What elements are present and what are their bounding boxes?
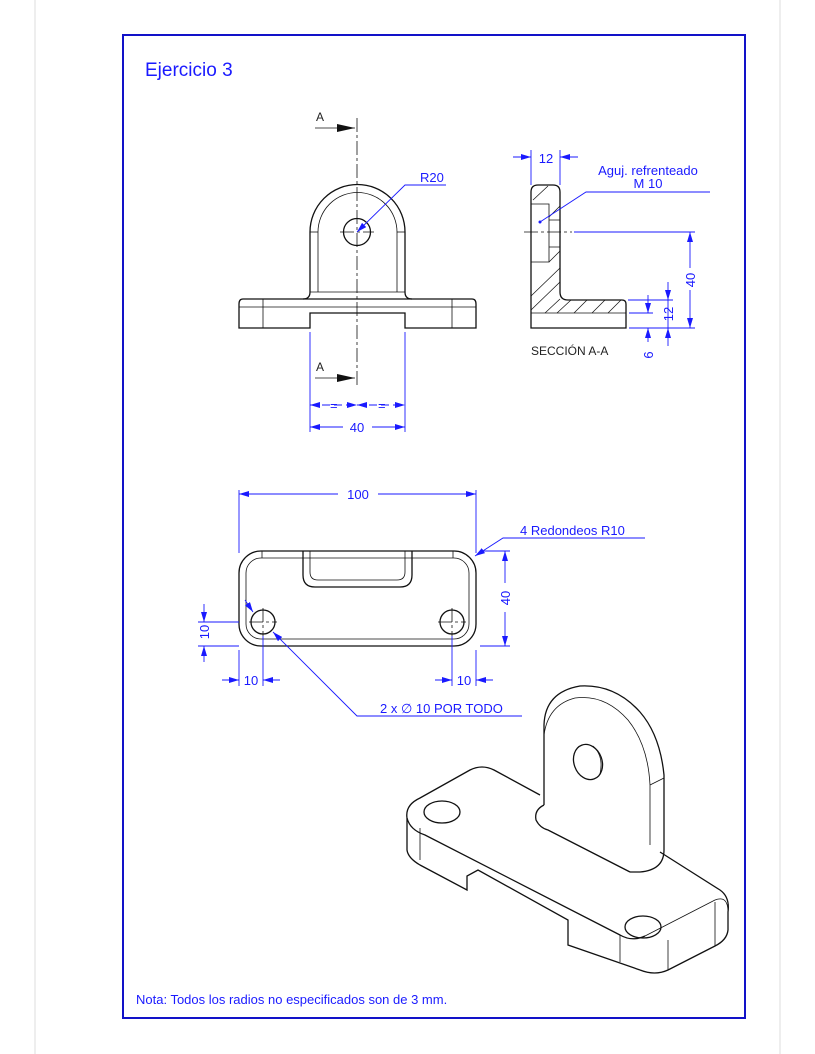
upright-footprint xyxy=(302,551,413,588)
section-label-bottom: A xyxy=(316,360,324,374)
section-step-dim: 6 xyxy=(641,351,656,358)
section-height-dim: 40 xyxy=(683,273,698,287)
equal-label-right: = xyxy=(378,398,386,413)
counterbore-hole xyxy=(531,203,560,263)
hole-offset-right-dim: 10 xyxy=(457,673,471,688)
r20-leader xyxy=(356,184,446,233)
iso-plate-sides xyxy=(406,818,641,971)
exercise-title: Ejercicio 3 xyxy=(145,60,233,81)
hole-callout-leader xyxy=(272,631,522,717)
upright-outline xyxy=(309,183,406,292)
base-outline xyxy=(238,298,477,329)
front-width-dim: 40 xyxy=(350,420,364,435)
isometric-view xyxy=(406,685,729,974)
top-view: 100 4 Redondeos R10 40 10 10 10 2 x ∅ 10… xyxy=(197,487,645,717)
counterbore-callout-line1: Aguj. refrenteado xyxy=(598,163,698,178)
section-arrowhead-top xyxy=(337,124,355,132)
iso-hole-right xyxy=(624,915,662,939)
fillet-callout: 4 Redondeos R10 xyxy=(520,523,625,538)
section-thickness-dim: 12 xyxy=(539,151,553,166)
base-plate-outline xyxy=(238,550,477,647)
section-view: 12 Aguj. refrenteado M 10 40 12 6 SECCIÓ… xyxy=(513,150,710,359)
section-label-top: A xyxy=(316,110,324,124)
counterbore-callout-line2: M 10 xyxy=(634,176,663,191)
top-width-dim: 40 xyxy=(498,591,513,605)
general-note: Nota: Todos los radios no especificados … xyxy=(136,992,447,1007)
iso-upright-outline xyxy=(543,685,665,873)
top-length-dim: 100 xyxy=(347,487,369,502)
section-base-dim: 12 xyxy=(661,307,676,321)
section-outline xyxy=(530,184,627,329)
hole-offset-vertical-dim: 10 xyxy=(197,625,212,639)
counterbore-leader xyxy=(539,191,710,223)
upright-fillet-line xyxy=(317,192,398,292)
front-view: A A R20 = = 40 xyxy=(238,110,477,435)
iso-plate-back-left xyxy=(406,766,541,819)
sheet-border xyxy=(122,34,746,1019)
hole-offset-left-dim: 10 xyxy=(244,673,258,688)
section-title: SECCIÓN A-A xyxy=(531,343,608,358)
hole-callout: 2 x ∅ 10 POR TODO xyxy=(380,701,503,716)
fillet-leader xyxy=(474,537,645,557)
iso-upright-hole xyxy=(572,743,604,781)
iso-hole-left xyxy=(423,800,461,824)
r20-label: R20 xyxy=(420,170,444,185)
section-arrowhead-bottom xyxy=(337,374,355,382)
equal-label-left: = xyxy=(330,398,338,413)
